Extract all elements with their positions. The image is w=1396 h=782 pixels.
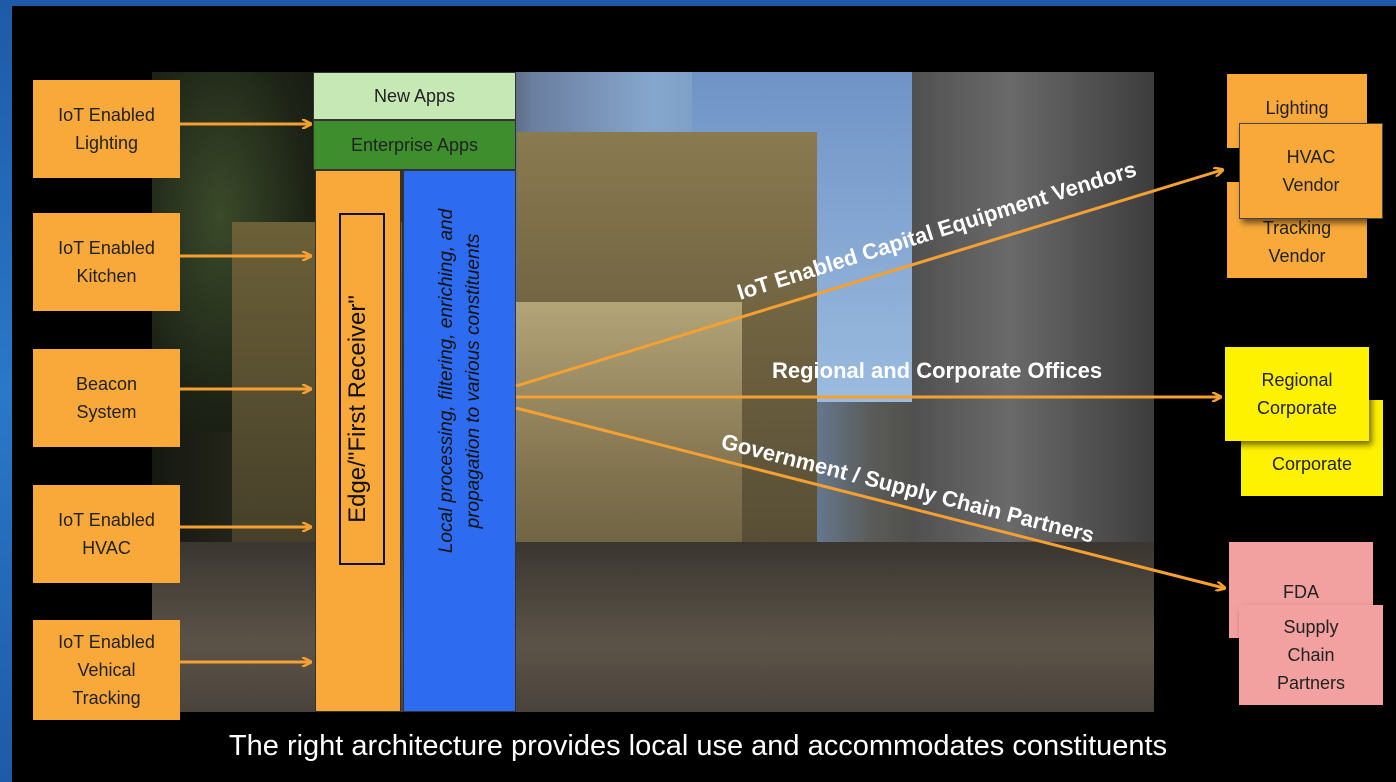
- input-label: IoT Enabled Lighting: [58, 105, 155, 153]
- new-apps-box: New Apps: [313, 72, 516, 120]
- output-box-supply-chain-partners: Supply Chain Partners: [1239, 605, 1383, 705]
- input-label: IoT Enabled HVAC: [58, 510, 155, 558]
- input-label: IoT Enabled Kitchen: [58, 238, 155, 286]
- input-box-vehicle-tracking: IoT Enabled Vehical Tracking: [33, 620, 180, 720]
- output-box-hvac-vendor: HVAC Vendor: [1239, 123, 1383, 219]
- output-label: Supply Chain Partners: [1276, 617, 1346, 693]
- arrow-government: [515, 406, 1224, 588]
- input-box-hvac: IoT Enabled HVAC: [33, 485, 180, 583]
- route-label-offices: Regional and Corporate Offices: [772, 358, 1102, 383]
- output-label: FDA: [1283, 582, 1319, 602]
- route-label-government: Government / Supply Chain Partners: [719, 429, 1097, 548]
- enterprise-apps-box: Enterprise Apps: [313, 120, 516, 170]
- output-box-regional-corporate: Regional Corporate: [1225, 347, 1369, 441]
- edge-label-frame: [339, 213, 385, 565]
- output-label: Lighting: [1265, 98, 1329, 118]
- input-box-kitchen: IoT Enabled Kitchen: [33, 213, 180, 311]
- input-box-beacon: Beacon System: [33, 349, 180, 447]
- new-apps-label: New Apps: [373, 86, 456, 106]
- arrow-vendors: [515, 170, 1222, 388]
- input-box-lighting: IoT Enabled Lighting: [33, 80, 180, 178]
- caption: The right architecture provides local us…: [228, 730, 1168, 762]
- output-label: HVAC Vendor: [1282, 147, 1340, 195]
- input-label: Beacon System: [75, 374, 138, 422]
- output-label: Regional Corporate: [1256, 370, 1338, 418]
- edge-column: Edge/"First Receiver": [315, 170, 401, 712]
- local-processing-column: Local processing, filtering, enriching, …: [403, 170, 516, 712]
- output-label: Tracking Vendor: [1262, 218, 1332, 266]
- enterprise-apps-label: Enterprise Apps: [350, 135, 479, 155]
- route-label-vendors: IoT Enabled Capital Equipment Vendors: [734, 156, 1139, 305]
- input-label: IoT Enabled Vehical Tracking: [58, 632, 155, 708]
- output-label: Corporate: [1271, 454, 1353, 474]
